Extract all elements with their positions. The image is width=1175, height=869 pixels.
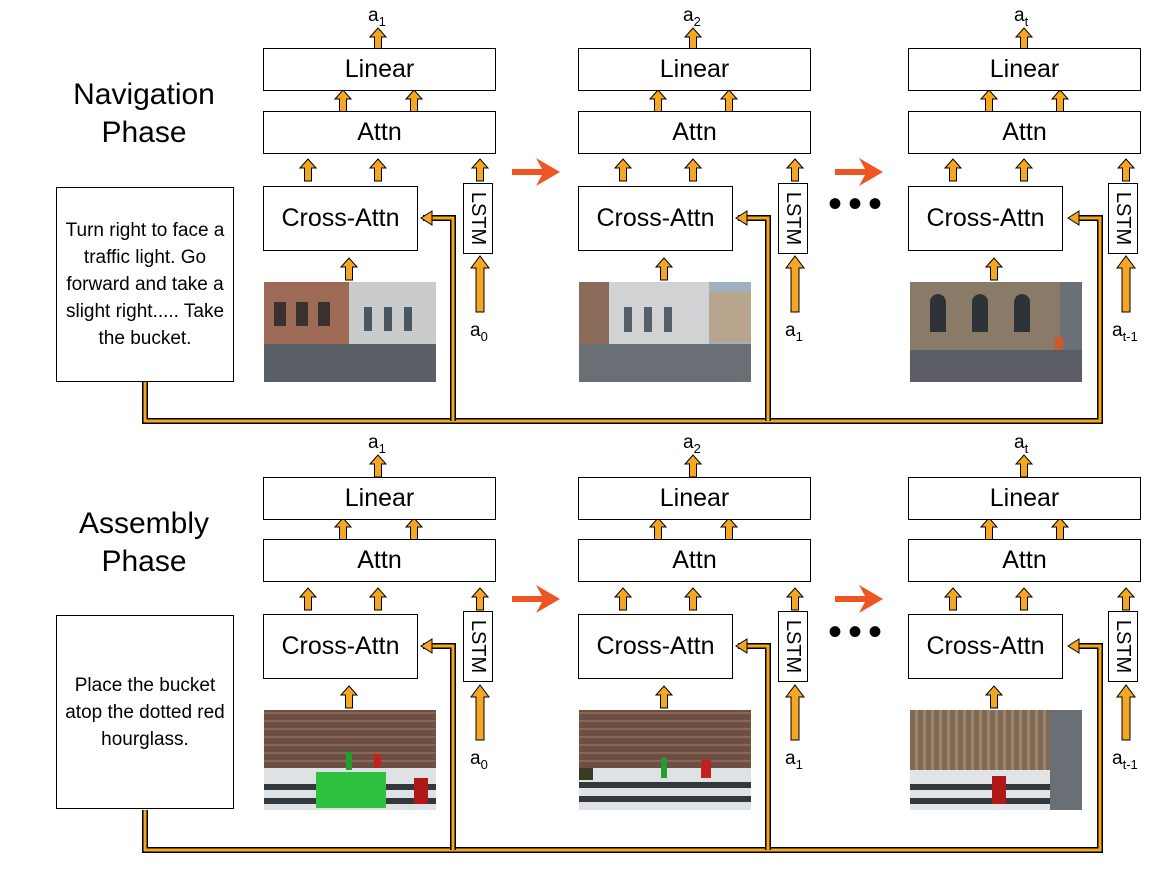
- nav-phase-title: Navigation Phase: [44, 76, 244, 152]
- phase-title-line: Phase: [101, 545, 187, 578]
- nav-up-arrows: [299, 27, 1136, 313]
- lstm-block: LSTM: [778, 183, 808, 254]
- lstm-block: LSTM: [463, 183, 493, 254]
- output-action-label: a1: [368, 5, 386, 29]
- output-action-label: a1: [368, 432, 386, 456]
- street-scene-image: [579, 282, 751, 382]
- lstm-block: LSTM: [1108, 611, 1138, 682]
- cross-attn-block: Cross-Attn: [578, 614, 733, 679]
- red-flow-arrow-icon: [512, 585, 560, 613]
- cross-attn-block: Cross-Attn: [263, 186, 418, 251]
- input-action-label: at-1: [1112, 320, 1138, 344]
- output-action-label: a2: [683, 5, 701, 29]
- linear-block: Linear: [908, 477, 1141, 520]
- cross-attn-block: Cross-Attn: [908, 614, 1063, 679]
- phase-title-line: Navigation: [73, 78, 215, 111]
- cross-attn-block: Cross-Attn: [908, 186, 1063, 251]
- ellipsis-dots: •••: [828, 610, 889, 654]
- attn-block: Attn: [578, 111, 811, 154]
- linear-block: Linear: [578, 48, 811, 91]
- attn-block: Attn: [263, 111, 496, 154]
- linear-block: Linear: [263, 48, 496, 91]
- asm-instruction-box: Place the bucket atop the dotted red hou…: [56, 615, 234, 809]
- linear-block: Linear: [263, 477, 496, 520]
- input-action-label: a1: [785, 320, 803, 344]
- output-action-label: a2: [683, 432, 701, 456]
- linear-block: Linear: [908, 48, 1141, 91]
- asm-phase-title: Assembly Phase: [44, 505, 244, 581]
- nav-instruction-feedback-lines: [142, 210, 1103, 424]
- assembly-scene-image: [264, 710, 436, 810]
- cross-attn-block: Cross-Attn: [263, 614, 418, 679]
- lstm-block: LSTM: [463, 611, 493, 682]
- assembly-scene-image: [579, 710, 751, 810]
- input-action-label: a1: [785, 748, 803, 772]
- input-action-label: at-1: [1112, 748, 1138, 772]
- input-action-label: a0: [470, 748, 488, 772]
- phase-title-line: Assembly: [78, 507, 210, 540]
- nav-instruction-box: Turn right to face a traffic light. Go f…: [56, 187, 234, 382]
- street-scene-image: [910, 282, 1082, 382]
- attn-block: Attn: [908, 539, 1141, 582]
- nav-instruction-text: Turn right to face a traffic light. Go f…: [65, 220, 225, 349]
- assembly-scene-image: [910, 710, 1082, 810]
- red-flow-arrow-icon: [835, 585, 883, 613]
- phase-title-line: Phase: [101, 116, 187, 149]
- lstm-block: LSTM: [1108, 183, 1138, 254]
- output-action-label: at: [1014, 432, 1029, 456]
- asm-instruction-feedback-lines: [142, 638, 1103, 853]
- attn-block: Attn: [263, 539, 496, 582]
- asm-instruction-text: Place the bucket atop the dotted red hou…: [65, 674, 225, 750]
- input-action-label: a0: [470, 320, 488, 344]
- attn-block: Attn: [578, 539, 811, 582]
- street-scene-image: [264, 282, 436, 382]
- lstm-block: LSTM: [778, 611, 808, 682]
- ellipsis-dots: •••: [828, 182, 889, 226]
- asm-up-arrows: [299, 454, 1136, 741]
- cross-attn-block: Cross-Attn: [578, 186, 733, 251]
- attn-block: Attn: [908, 111, 1141, 154]
- red-flow-arrow-icon: [512, 158, 560, 186]
- linear-block: Linear: [578, 477, 811, 520]
- output-action-label: at: [1014, 5, 1029, 29]
